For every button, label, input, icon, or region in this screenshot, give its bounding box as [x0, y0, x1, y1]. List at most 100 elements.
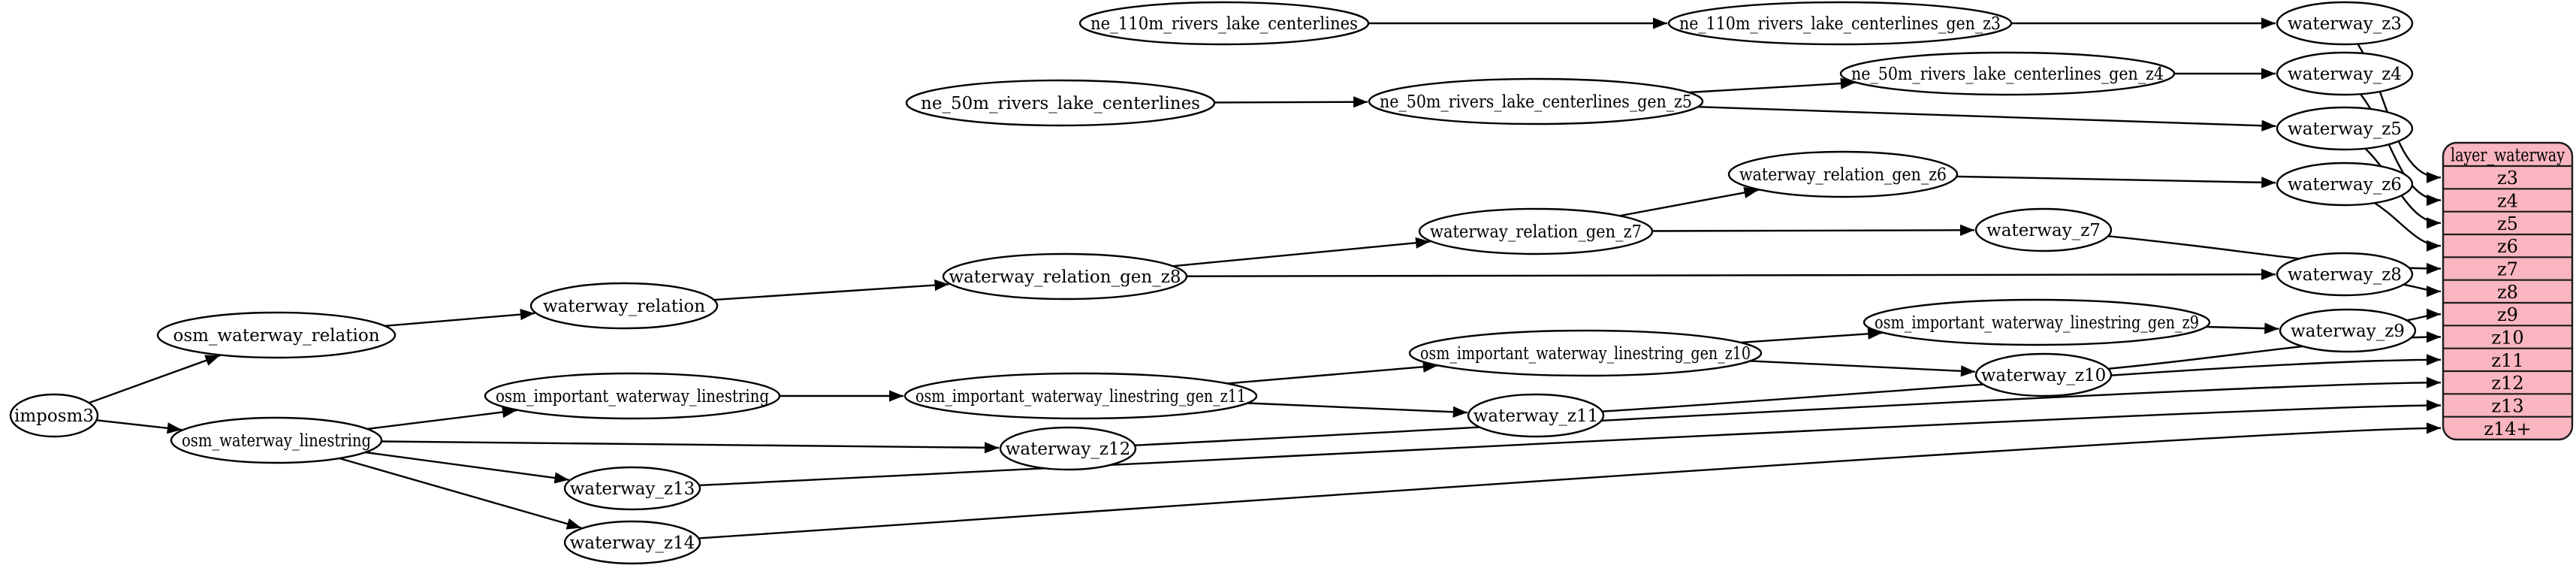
- edge-waterway_relation_gen_z7-to-waterway_relation_gen_z6: [1619, 186, 1759, 217]
- node-ellipse-osm_important_waterway_linestring_gen_z11: [903, 372, 1258, 420]
- node-label-waterway_z12: waterway_z12: [1006, 440, 1131, 459]
- node-osm_important_waterway_linestring: osm_important_waterway_linestring: [484, 372, 781, 420]
- node-waterway_relation: waterway_relation: [529, 282, 719, 330]
- edge-waterway_relation_gen_z8-to-waterway_relation_gen_z7: [1172, 237, 1431, 267]
- node-waterway_relation_gen_z7: waterway_relation_gen_z7: [1418, 207, 1654, 255]
- node-label-waterway_z13: waterway_z13: [570, 479, 695, 499]
- record-rect: [2442, 141, 2574, 441]
- node-label-imposm3: imposm3: [14, 406, 94, 426]
- node-label-osm_waterway_linestring: osm_waterway_linestring: [182, 431, 371, 451]
- node-label-waterway_relation_gen_z8: waterway_relation_gen_z8: [949, 267, 1181, 287]
- record-row-z6: z6: [2497, 236, 2518, 257]
- edge-waterway_z14-to-layer_waterway-z14+: [698, 422, 2442, 539]
- node-waterway_z14: waterway_z14: [563, 520, 701, 565]
- node-ellipse-waterway_z8: [2276, 252, 2414, 297]
- node-label-waterway_z9: waterway_z9: [2291, 322, 2405, 341]
- node-ellipse-waterway_z7: [1974, 207, 2113, 252]
- edge-osm_waterway_linestring-to-waterway_z14: [339, 457, 582, 530]
- node-ellipse-waterway_relation_gen_z6: [1727, 150, 1959, 198]
- node-label-osm_important_waterway_linestring: osm_important_waterway_linestring: [496, 387, 769, 406]
- node-ellipse-waterway_z6: [2276, 162, 2414, 207]
- node-waterway_z11: waterway_z11: [1467, 393, 1605, 438]
- node-osm_important_waterway_linestring_gen_z11: osm_important_waterway_linestring_gen_z1…: [903, 372, 1258, 420]
- node-label-waterway_z7: waterway_z7: [1986, 221, 2101, 240]
- node-ellipse-osm_important_waterway_linestring: [484, 372, 781, 420]
- node-ne_50m_rivers_lake_centerlines: ne_50m_rivers_lake_centerlines: [905, 79, 1216, 127]
- node-label-waterway_z10: waterway_z10: [1981, 366, 2107, 385]
- edge-osm_waterway_relation-to-waterway_relation: [385, 309, 535, 327]
- edge-waterway_z8-to-layer_waterway-z8: [2403, 283, 2442, 298]
- node-label-waterway_relation_gen_z7: waterway_relation_gen_z7: [1430, 222, 1642, 242]
- node-ellipse-waterway_z10: [1974, 352, 2113, 397]
- edge-waterway_z5-to-layer_waterway-z5: [2364, 147, 2442, 229]
- node-ellipse-waterway_z13: [563, 466, 701, 511]
- node-ellipse-waterway_z14: [563, 520, 701, 565]
- node-ellipse-waterway_relation_gen_z7: [1418, 207, 1654, 255]
- node-ellipse-ne_50m_rivers_lake_centerlines_gen_z5: [1368, 77, 1704, 125]
- edge-osm_important_waterway_linestring_gen_z10-to-waterway_z10: [1750, 360, 1976, 377]
- node-label-osm_important_waterway_linestring_gen_z10: osm_important_waterway_linestring_gen_z1…: [1420, 344, 1751, 364]
- record-row-z5: z5: [2497, 213, 2518, 234]
- record-row-z11: z11: [2491, 350, 2523, 371]
- edge-osm_important_waterway_linestring_gen_z11-to-osm_important_waterway_linestring_gen_z10: [1227, 361, 1438, 385]
- node-label-ne_50m_rivers_lake_centerlines_gen_z5: ne_50m_rivers_lake_centerlines_gen_z5: [1380, 92, 1692, 112]
- node-ellipse-ne_110m_rivers_lake_centerlines_gen_z3: [1667, 1, 2013, 46]
- node-label-ne_50m_rivers_lake_centerlines_gen_z4: ne_50m_rivers_lake_centerlines_gen_z4: [1851, 65, 2164, 84]
- edge-waterway_z12-to-layer_waterway-z12: [1134, 376, 2442, 446]
- node-ellipse-waterway_z12: [999, 426, 1137, 471]
- node-ellipse-ne_110m_rivers_lake_centerlines: [1078, 1, 1370, 46]
- node-osm_waterway_relation: osm_waterway_relation: [156, 311, 397, 359]
- record-row-z12: z12: [2491, 373, 2523, 394]
- node-label-osm_waterway_relation: osm_waterway_relation: [173, 326, 379, 346]
- edge-waterway_relation_gen_z6-to-waterway_z6: [1956, 175, 2276, 189]
- record-row-z3: z3: [2497, 168, 2518, 189]
- node-label-waterway_relation_gen_z6: waterway_relation_gen_z6: [1739, 165, 1947, 185]
- node-waterway_z5: waterway_z5: [2276, 106, 2414, 151]
- node-ne_110m_rivers_lake_centerlines: ne_110m_rivers_lake_centerlines: [1078, 1, 1370, 46]
- node-waterway_relation_gen_z6: waterway_relation_gen_z6: [1727, 150, 1959, 198]
- node-ellipse-ne_50m_rivers_lake_centerlines_gen_z4: [1839, 51, 2176, 96]
- node-ellipse-waterway_z3: [2276, 1, 2414, 46]
- node-ne_110m_rivers_lake_centerlines_gen_z3: ne_110m_rivers_lake_centerlines_gen_z3: [1667, 1, 2013, 46]
- node-ellipse-waterway_relation: [529, 282, 719, 330]
- node-osm_important_waterway_linestring_gen_z10: osm_important_waterway_linestring_gen_z1…: [1408, 329, 1763, 377]
- node-ellipse-osm_waterway_relation: [156, 311, 397, 359]
- edge-ne_50m_rivers_lake_centerlines_gen_z5-to-waterway_z5: [1697, 106, 2276, 131]
- node-waterway_z10: waterway_z10: [1974, 352, 2113, 397]
- node-ne_50m_rivers_lake_centerlines_gen_z4: ne_50m_rivers_lake_centerlines_gen_z4: [1839, 51, 2176, 96]
- edge-osm_important_waterway_linestring_gen_z10-to-osm_important_waterway_linestring_gen_z9: [1740, 328, 1883, 344]
- record-row-z9: z9: [2497, 304, 2518, 325]
- node-label-waterway_z6: waterway_z6: [2288, 175, 2402, 195]
- record-row-z8: z8: [2497, 282, 2518, 303]
- node-label-waterway_z11: waterway_z11: [1474, 406, 1599, 426]
- edge-waterway_relation_gen_z8-to-waterway_z8: [1186, 268, 2276, 280]
- node-label-waterway_z4: waterway_z4: [2288, 65, 2402, 84]
- node-label-osm_important_waterway_linestring_gen_z9: osm_important_waterway_linestring_gen_z9: [1875, 313, 2199, 333]
- node-label-waterway_relation: waterway_relation: [543, 297, 705, 316]
- record-layer: layer_waterwayz3z4z5z6z7z8z9z10z11z12z13…: [2442, 141, 2574, 441]
- record-layer_waterway: layer_waterwayz3z4z5z6z7z8z9z10z11z12z13…: [2442, 141, 2574, 441]
- node-waterway_z7: waterway_z7: [1974, 207, 2113, 252]
- edge-osm_important_waterway_linestring_gen_z9-to-waterway_z9: [2206, 322, 2279, 334]
- node-ellipse-osm_important_waterway_linestring_gen_z9: [1863, 298, 2211, 346]
- record-row-z4: z4: [2497, 191, 2518, 212]
- node-ellipse-waterway_z9: [2279, 308, 2417, 353]
- node-label-waterway_z5: waterway_z5: [2288, 119, 2402, 139]
- record-row-z13: z13: [2491, 396, 2523, 417]
- edge-osm_waterway_linestring-to-waterway_z12: [381, 440, 1000, 454]
- node-label-ne_110m_rivers_lake_centerlines: ne_110m_rivers_lake_centerlines: [1090, 14, 1358, 34]
- node-imposm3: imposm3: [9, 393, 99, 438]
- node-osm_important_waterway_linestring_gen_z9: osm_important_waterway_linestring_gen_z9: [1863, 298, 2211, 346]
- nodes-layer: imposm3 osm_waterway_relation waterway_rel…: [9, 1, 2417, 565]
- node-waterway_z4: waterway_z4: [2276, 51, 2414, 96]
- node-waterway_z6: waterway_z6: [2276, 162, 2414, 207]
- edge-osm_waterway_linestring-to-waterway_z13: [365, 451, 569, 484]
- node-waterway_z3: waterway_z3: [2276, 1, 2414, 46]
- node-label-waterway_z14: waterway_z14: [570, 533, 695, 553]
- edge-imposm3-to-osm_waterway_linestring: [96, 419, 182, 434]
- node-ellipse-waterway_z5: [2276, 106, 2414, 151]
- node-label-ne_50m_rivers_lake_centerlines: ne_50m_rivers_lake_centerlines: [921, 94, 1200, 113]
- node-label-ne_110m_rivers_lake_centerlines_gen_z3: ne_110m_rivers_lake_centerlines_gen_z3: [1679, 14, 2001, 34]
